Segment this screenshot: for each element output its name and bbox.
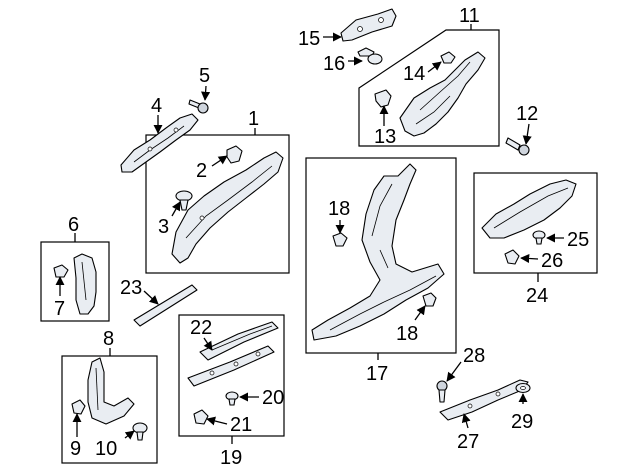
- callout-18a: 18: [328, 198, 350, 220]
- callout-9: 9: [70, 438, 81, 460]
- callout-10: 10: [95, 438, 117, 460]
- callout-4: 4: [151, 95, 162, 117]
- part-15-bracket: [340, 8, 397, 42]
- part-1-pillar-trim: [171, 151, 284, 264]
- part-23-strip: [133, 284, 198, 327]
- callout-22: 22: [190, 317, 212, 339]
- part-25-pin: [532, 230, 546, 245]
- callout-19: 19: [220, 447, 242, 469]
- part-7-clip: [53, 264, 69, 278]
- callout-13: 13: [374, 126, 396, 148]
- part-13-clip: [374, 89, 392, 108]
- callout-28: 28: [463, 345, 485, 367]
- callout-21: 21: [230, 414, 252, 436]
- frame-part-24: [473, 172, 598, 274]
- callout-7: 7: [54, 298, 65, 320]
- part-6-trim: [73, 253, 97, 315]
- part-19-rail: [187, 345, 275, 387]
- part-12-bolt: [505, 137, 530, 156]
- group-frames: [40, 29, 598, 464]
- part-29-nut: [515, 382, 531, 394]
- part-8-lower-trim: [87, 357, 135, 425]
- callout-5: 5: [199, 65, 210, 87]
- callout-labels: 1 2 3 4 5 6 7 8 9 10 11 12 13 14 15 16 1…: [54, 5, 589, 469]
- part-18-clip-b: [422, 292, 437, 307]
- frame-part-1: [145, 134, 290, 274]
- callout-3: 3: [158, 216, 169, 238]
- callout-26: 26: [541, 250, 563, 272]
- part-16-pin: [357, 47, 383, 65]
- part-22-bracket: [199, 321, 279, 361]
- part-10-pin: [132, 422, 148, 441]
- part-21-clip: [193, 409, 209, 425]
- part-18-clip-a: [332, 232, 348, 247]
- callout-23: 23: [120, 277, 142, 299]
- part-9-clip: [71, 399, 86, 415]
- callout-20: 20: [262, 387, 284, 409]
- callout-1: 1: [248, 108, 259, 130]
- callout-12: 12: [516, 103, 538, 125]
- callout-14: 14: [403, 63, 425, 85]
- callout-27: 27: [457, 431, 479, 453]
- callout-16: 16: [323, 53, 345, 75]
- part-3-pin: [175, 190, 193, 211]
- part-17-pillar-trim: [311, 163, 445, 341]
- part-26-clip: [504, 249, 520, 265]
- part-28-bolt: [436, 380, 448, 403]
- callout-24: 24: [526, 285, 548, 307]
- callout-8: 8: [103, 328, 114, 350]
- frame-part-11: [358, 29, 500, 147]
- leader-lines: [55, 24, 564, 444]
- frame-part-17: [305, 157, 457, 354]
- callout-29: 29: [511, 411, 533, 433]
- part-24-trim: [481, 179, 577, 239]
- part-11-upper-trim: [399, 51, 486, 137]
- part-5-screw: [188, 99, 209, 114]
- callout-25: 25: [567, 229, 589, 251]
- frame-part-6: [40, 241, 110, 322]
- callout-15: 15: [298, 28, 320, 50]
- callout-2: 2: [196, 160, 207, 182]
- callout-11: 11: [459, 5, 480, 27]
- callout-18b: 18: [396, 323, 418, 345]
- part-20-pin: [225, 391, 239, 406]
- part-2-clip: [226, 145, 243, 164]
- part-14-clip: [440, 51, 456, 64]
- part-4-bracket: [120, 113, 199, 173]
- callout-17: 17: [366, 363, 388, 385]
- callout-6: 6: [68, 214, 79, 236]
